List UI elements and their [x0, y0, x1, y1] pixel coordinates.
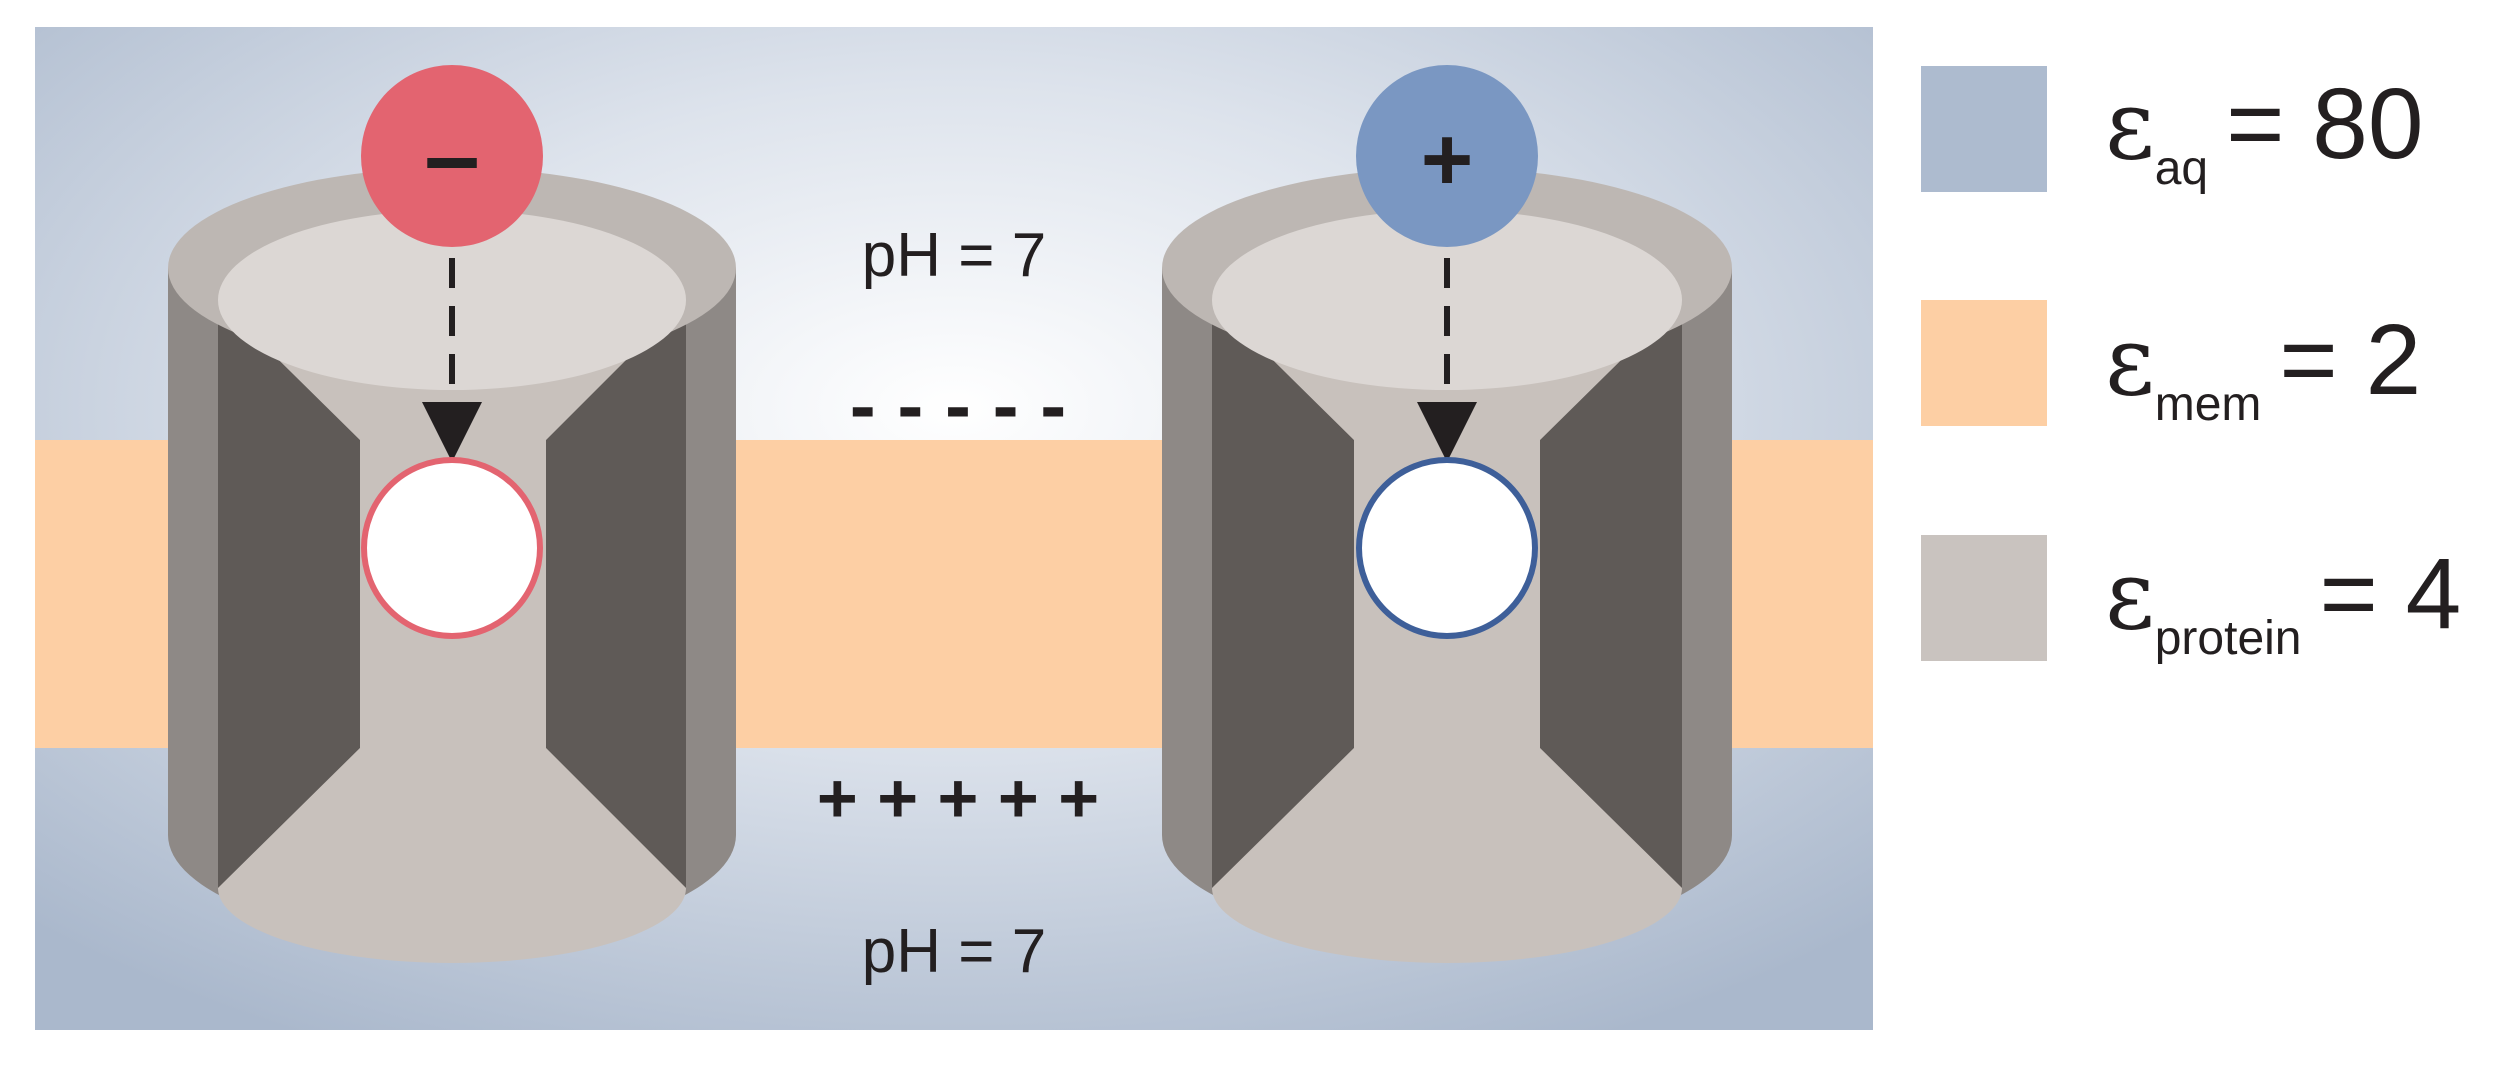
right-binding-site — [1356, 457, 1538, 639]
right-channel: + — [1162, 65, 1732, 963]
membrane-bottom-charges: + + + + + — [817, 759, 1099, 837]
left-channel-wedge-right — [546, 300, 686, 888]
legend-swatch-aq — [1921, 66, 2047, 192]
legend-swatch-mem — [1921, 300, 2047, 426]
positive-ion-sign: + — [1421, 110, 1474, 210]
right-channel-wedge-right — [1540, 300, 1682, 888]
left-binding-site — [361, 457, 543, 639]
left-channel-wedge-left — [218, 300, 360, 888]
legend-label-mem: εmem= 2 — [2105, 304, 2421, 431]
right-channel-top — [1212, 210, 1682, 390]
negative-ion — [361, 65, 543, 247]
legend-label-protein: εprotein= 4 — [2105, 538, 2461, 665]
left-channel: – — [168, 65, 736, 963]
ph-top-label: pH = 7 — [862, 221, 1046, 290]
positive-ion — [1356, 65, 1538, 247]
legend: εaq= 80 εmem= 2 εprotein= 4 — [1921, 66, 2461, 665]
legend-label-aq: εaq= 80 — [2105, 68, 2424, 195]
ph-bottom-label: pH = 7 — [862, 917, 1046, 986]
legend-swatch-protein — [1921, 535, 2047, 661]
right-channel-wedge-left — [1212, 300, 1354, 888]
left-channel-top — [218, 210, 686, 390]
negative-ion-sign: – — [424, 100, 480, 212]
membrane-top-charges: - - - - - — [850, 361, 1067, 449]
